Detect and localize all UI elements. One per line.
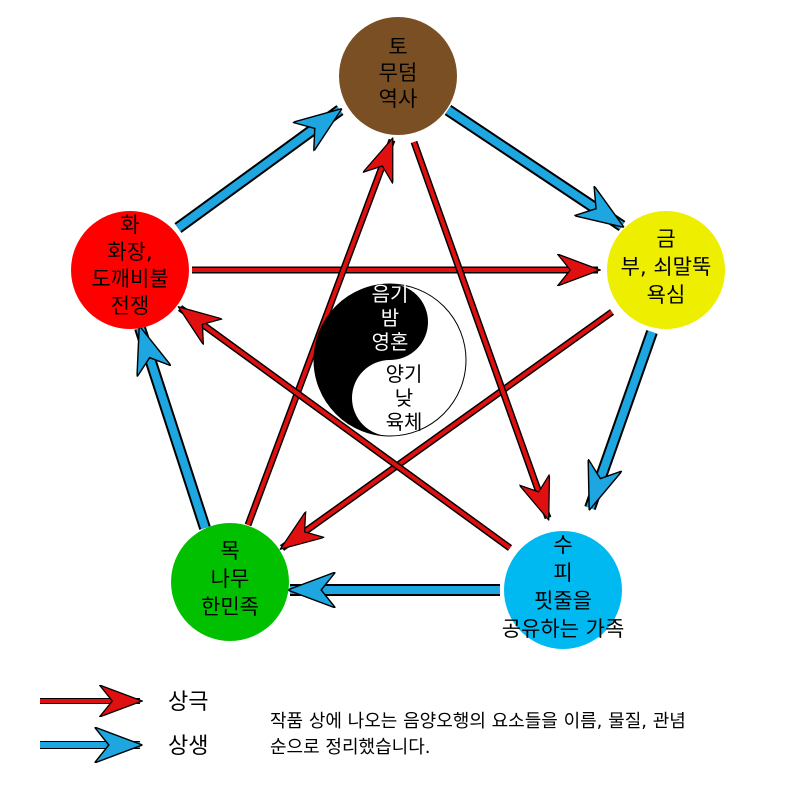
fire-name: 화 [120, 213, 139, 237]
earth-name: 토 [388, 35, 407, 59]
yin-label-3: 영혼 [372, 330, 409, 354]
water-material: 피 [553, 561, 572, 585]
node-fire: 화 화장, 도깨비불 전쟁 [71, 211, 189, 329]
fire-material-1: 화장, [107, 240, 152, 264]
node-earth: 토 무덤 역사 [339, 17, 457, 135]
wood-material: 나무 [211, 567, 250, 591]
water-concept-1: 핏줄을 [534, 589, 592, 613]
caption-line-2: 순으로 정리했습니다. [270, 737, 430, 758]
metal-concept: 욕심 [647, 283, 686, 307]
yin-label-2: 밤 [381, 306, 399, 330]
earth-material: 무덤 [379, 61, 418, 85]
element-nodes: 토 무덤 역사 금 부, 쇠말뚝 욕심 수 피 핏줄을 공유하는 가족 목 나무… [71, 17, 725, 649]
legend-sangsaeng: 상생 [40, 734, 208, 759]
legend-sanggeuk-label: 상극 [168, 690, 208, 715]
wood-concept: 한민족 [201, 595, 259, 619]
metal-material: 부, 쇠말뚝 [621, 255, 712, 279]
caption: 작품 상에 나오는 음양오행의 요소들을 이름, 물질, 관념 순으로 정리했습… [270, 711, 686, 758]
water-concept-2: 공유하는 가족 [502, 617, 625, 641]
fire-concept: 전쟁 [111, 294, 150, 318]
yang-label-2: 낮 [395, 386, 413, 410]
fire-material-2: 도깨비불 [91, 267, 168, 291]
yang-label-3: 육체 [386, 410, 423, 434]
node-wood: 목 나무 한민족 [171, 523, 289, 641]
legend-sanggeuk: 상극 [40, 690, 208, 715]
caption-line-1: 작품 상에 나오는 음양오행의 요소들을 이름, 물질, 관념 [270, 711, 686, 732]
wood-name: 목 [220, 539, 239, 563]
legend: 상극 상생 [40, 690, 208, 759]
yin-label-1: 음기 [372, 282, 409, 306]
sangsaeng-arrows [134, 105, 658, 590]
earth-concept: 역사 [379, 87, 418, 111]
yin-yang-symbol: 음기 밤 영혼 양기 낮 육체 [313, 282, 467, 437]
water-name: 수 [553, 533, 572, 557]
metal-name: 금 [656, 227, 675, 251]
node-water: 수 피 핏줄을 공유하는 가족 [502, 531, 625, 649]
legend-sangsaeng-label: 상생 [168, 734, 208, 759]
yang-label-1: 양기 [386, 362, 423, 386]
node-metal: 금 부, 쇠말뚝 욕심 [607, 211, 725, 329]
